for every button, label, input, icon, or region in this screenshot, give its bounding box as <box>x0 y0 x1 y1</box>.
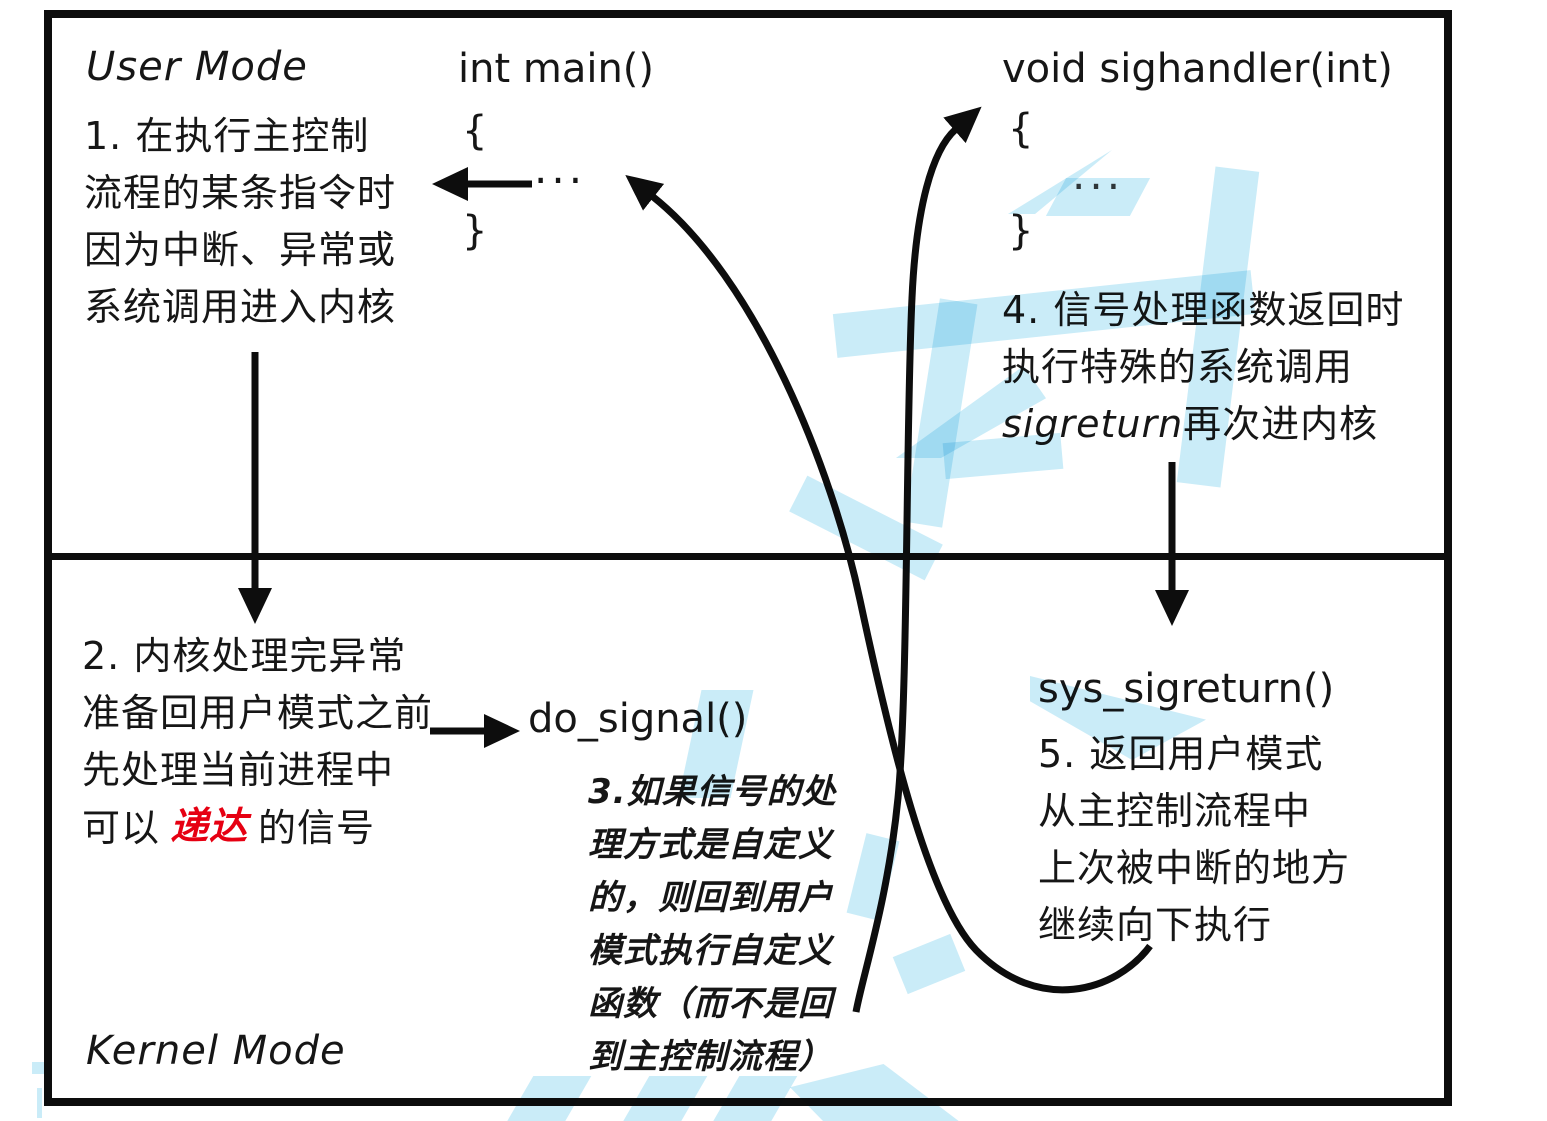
step2-text: 2. 内核处理完异常 准备回用户模式之前 先处理当前进程中 可以递达的信号 <box>82 628 433 856</box>
step2-line: 准备回用户模式之前 <box>82 691 434 735</box>
main-open-brace: { <box>462 108 488 154</box>
didá-red-highlight: 递达 <box>160 797 259 856</box>
arrow-curve-to-sighandler <box>852 106 982 1013</box>
step5-line: 从主控制流程中 <box>1038 789 1312 833</box>
step2-line4-prefix: 可以 <box>82 806 161 850</box>
user-kernel-divider-line <box>44 553 1452 560</box>
arrow-curve-to-main <box>625 174 1153 994</box>
step3-text: 3.如果信号的处 理方式是自定义 的，则回到用户 模式执行自定义 函数（而不是回… <box>588 766 837 1084</box>
step3-line: 理方式是自定义 <box>588 825 833 865</box>
step1-line: 因为中断、异常或 <box>84 228 397 272</box>
step1-text: 1. 在执行主控制 流程的某条指令时 因为中断、异常或 系统调用进入内核 <box>84 108 396 336</box>
main-close-brace: } <box>462 208 488 254</box>
kernel-mode-label: Kernel Mode <box>86 1028 346 1074</box>
step2-line: 可以递达的信号 <box>82 797 433 856</box>
sighandler-open-brace: { <box>1008 106 1034 152</box>
step2-line: 2. 内核处理完异常 <box>82 634 407 678</box>
main-function-title: int main() <box>458 46 655 92</box>
sighandler-function-title: void sighandler(int) <box>1002 46 1393 92</box>
step1-line: 1. 在执行主控制 <box>84 114 370 158</box>
step2-line: 先处理当前进程中 <box>82 748 395 792</box>
main-body-ellipsis: ... <box>534 144 587 193</box>
step3-line: 的，则回到用户 <box>588 878 833 918</box>
step3-line: 模式执行自定义 <box>588 931 833 971</box>
step1-line: 系统调用进入内核 <box>84 285 397 329</box>
user-mode-label: User Mode <box>86 44 308 90</box>
step3-line: 函数（而不是回 <box>588 984 833 1024</box>
step1-line: 流程的某条指令时 <box>84 171 397 215</box>
sighandler-close-brace: } <box>1008 208 1034 254</box>
step5-line: 上次被中断的地方 <box>1038 846 1351 890</box>
step5-line: 继续向下执行 <box>1038 903 1273 947</box>
step2-line4-suffix: 的信号 <box>258 806 376 850</box>
